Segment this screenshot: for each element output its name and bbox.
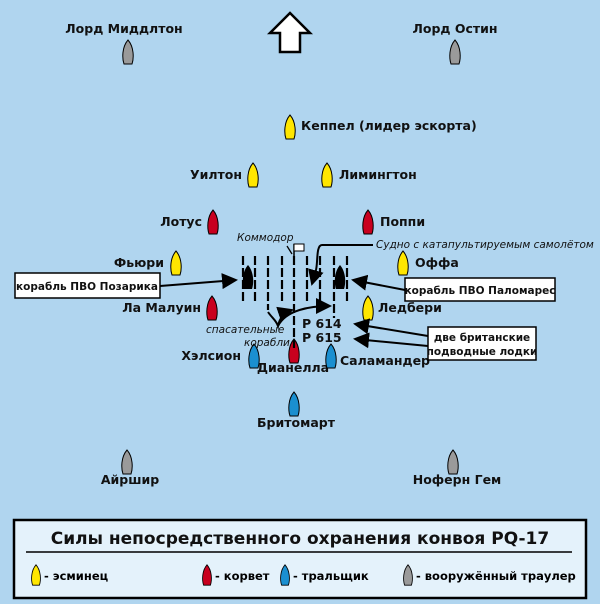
- convoy-columns: [241, 256, 349, 348]
- aa-ship-left-label: корабль ПВО Позарика: [16, 281, 158, 293]
- ship-label: Ла Малуин: [122, 300, 201, 315]
- ship-label: Саламандер: [340, 353, 430, 368]
- ship-label: Бритомарт: [257, 415, 336, 430]
- legend-title: Силы непосредственного охранения конвоя …: [51, 529, 549, 549]
- legend: Силы непосредственного охранения конвоя …: [12, 518, 588, 600]
- rescue-ships-label-2: корабли: [244, 337, 290, 349]
- commodore-label: Коммодор: [237, 232, 294, 244]
- ship-label: Кеппел (лидер эскорта): [301, 118, 477, 133]
- catapult-ship-label: Судно с катапультируемым самолётом: [376, 239, 594, 251]
- ship-label: Поппи: [380, 214, 425, 229]
- legend-item-label: - корвет: [215, 569, 270, 583]
- ship-label: Лорд Миддлтон: [65, 21, 182, 36]
- flag-icon: [293, 243, 305, 256]
- ship-label: Лорд Остин: [412, 21, 497, 36]
- legend-item-label: - эсминец: [44, 569, 109, 583]
- rescue-ships-label-1: спасательные: [206, 324, 284, 336]
- ship-label: Ноферн Гем: [413, 472, 502, 487]
- submarines-label-1: две британские: [434, 332, 530, 344]
- ship-label: Лотус: [160, 214, 202, 229]
- ship-label: Уилтон: [190, 167, 242, 182]
- legend-item-label: - вооружённый траулер: [416, 569, 576, 583]
- ship-label: Дианелла: [257, 360, 329, 375]
- submarines-label-2: подводные лодки: [427, 346, 538, 358]
- ship-label: Фьюри: [114, 255, 164, 270]
- ship-label: Оффа: [415, 255, 459, 270]
- ship-label: Хэлсион: [181, 348, 241, 363]
- submarines-box: [427, 326, 537, 361]
- ship-label: Ледбери: [378, 300, 442, 315]
- ship-label: Айршир: [101, 472, 159, 487]
- aa-ship-right-label: корабль ПВО Паломарес: [405, 285, 556, 297]
- submarine-p615-label: P 615: [302, 330, 342, 345]
- submarine-p614-label: P 614: [302, 316, 342, 331]
- ship-label: Лимингтон: [339, 167, 417, 182]
- legend-item-label: - тральщик: [293, 569, 369, 583]
- arrow-up-icon: [266, 11, 314, 54]
